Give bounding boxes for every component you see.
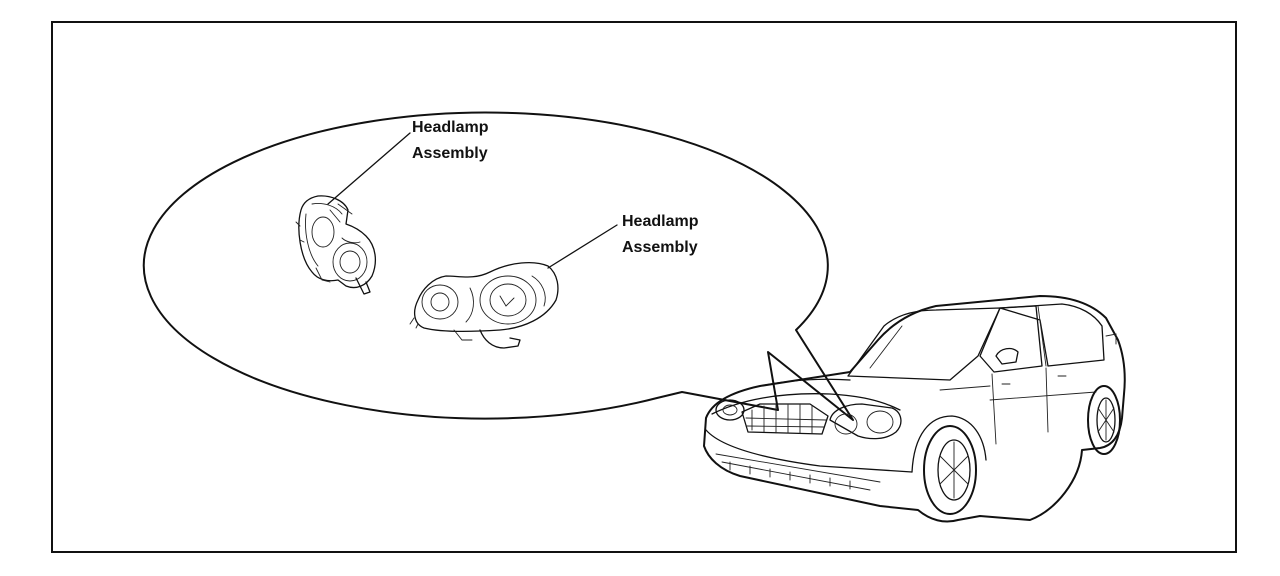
leader-line-lower (547, 224, 618, 269)
headlamp-assembly-upper (295, 195, 377, 295)
callout-label-upper-line2: Assembly (412, 145, 488, 162)
callout-label-lower-line1: Headlamp (622, 213, 699, 230)
car-illustration (703, 295, 1126, 523)
headlamp-assembly-lower (409, 261, 559, 349)
figure-frame (51, 21, 1237, 553)
callout-label-lower-line2: Assembly (622, 239, 698, 256)
callout-bubble (142, 111, 854, 421)
callout-label-upper-line1: Headlamp (412, 119, 489, 136)
leader-line-upper (327, 132, 411, 205)
